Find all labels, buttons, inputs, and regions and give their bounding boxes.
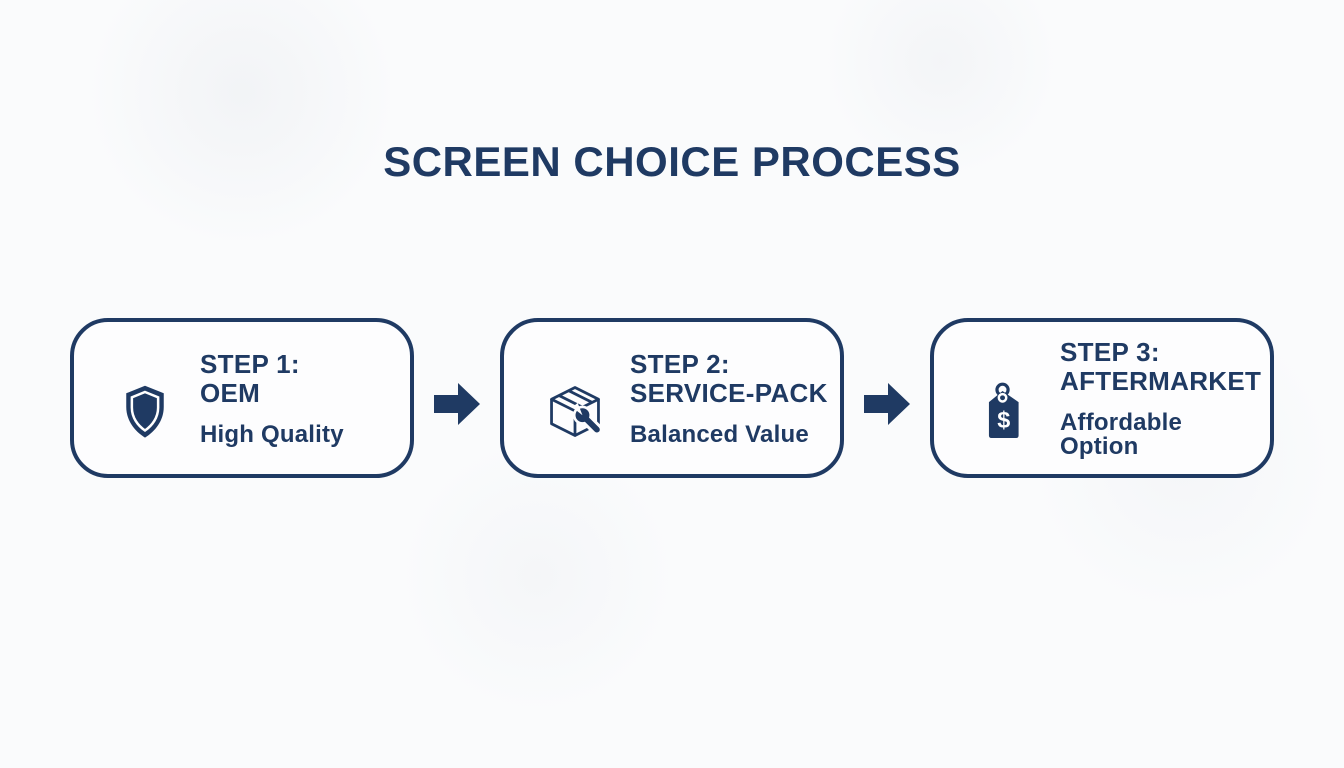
step-description: High Quality bbox=[200, 420, 344, 448]
step-label: STEP 3: bbox=[1060, 336, 1160, 367]
package-wrench-icon bbox=[542, 382, 608, 442]
connector-1 bbox=[414, 318, 500, 478]
step-name: AFTERMARKET bbox=[1060, 365, 1262, 396]
step-text-aftermarket: STEP 3: AFTERMARKET Affordable Option bbox=[1060, 336, 1262, 460]
step-text-service-pack: STEP 2: SERVICE-PACK Balanced Value bbox=[630, 348, 828, 448]
connector-2 bbox=[844, 318, 930, 478]
step-text-oem: STEP 1: OEM High Quality bbox=[200, 348, 344, 448]
svg-text:$: $ bbox=[997, 407, 1010, 433]
arrow-right-icon bbox=[434, 383, 480, 425]
shield-icon bbox=[112, 381, 178, 443]
page-title: SCREEN CHOICE PROCESS bbox=[383, 138, 961, 185]
step-name: OEM bbox=[200, 377, 261, 408]
step-box-service-pack: STEP 2: SERVICE-PACK Balanced Value bbox=[500, 318, 844, 478]
process-flow: STEP 1: OEM High Quality bbox=[70, 318, 1274, 478]
step-label: STEP 2: bbox=[630, 348, 730, 379]
step-label: STEP 1: bbox=[200, 348, 300, 379]
step-box-oem: STEP 1: OEM High Quality bbox=[70, 318, 414, 478]
step-name: SERVICE-PACK bbox=[630, 377, 828, 408]
step-description: Balanced Value bbox=[630, 420, 809, 448]
step-description: Affordable Option bbox=[1060, 408, 1182, 460]
step-box-aftermarket: $ STEP 3: AFTERMARKET Affordable Option bbox=[930, 318, 1274, 478]
arrow-right-icon bbox=[864, 383, 910, 425]
price-tag-icon: $ bbox=[972, 381, 1038, 443]
